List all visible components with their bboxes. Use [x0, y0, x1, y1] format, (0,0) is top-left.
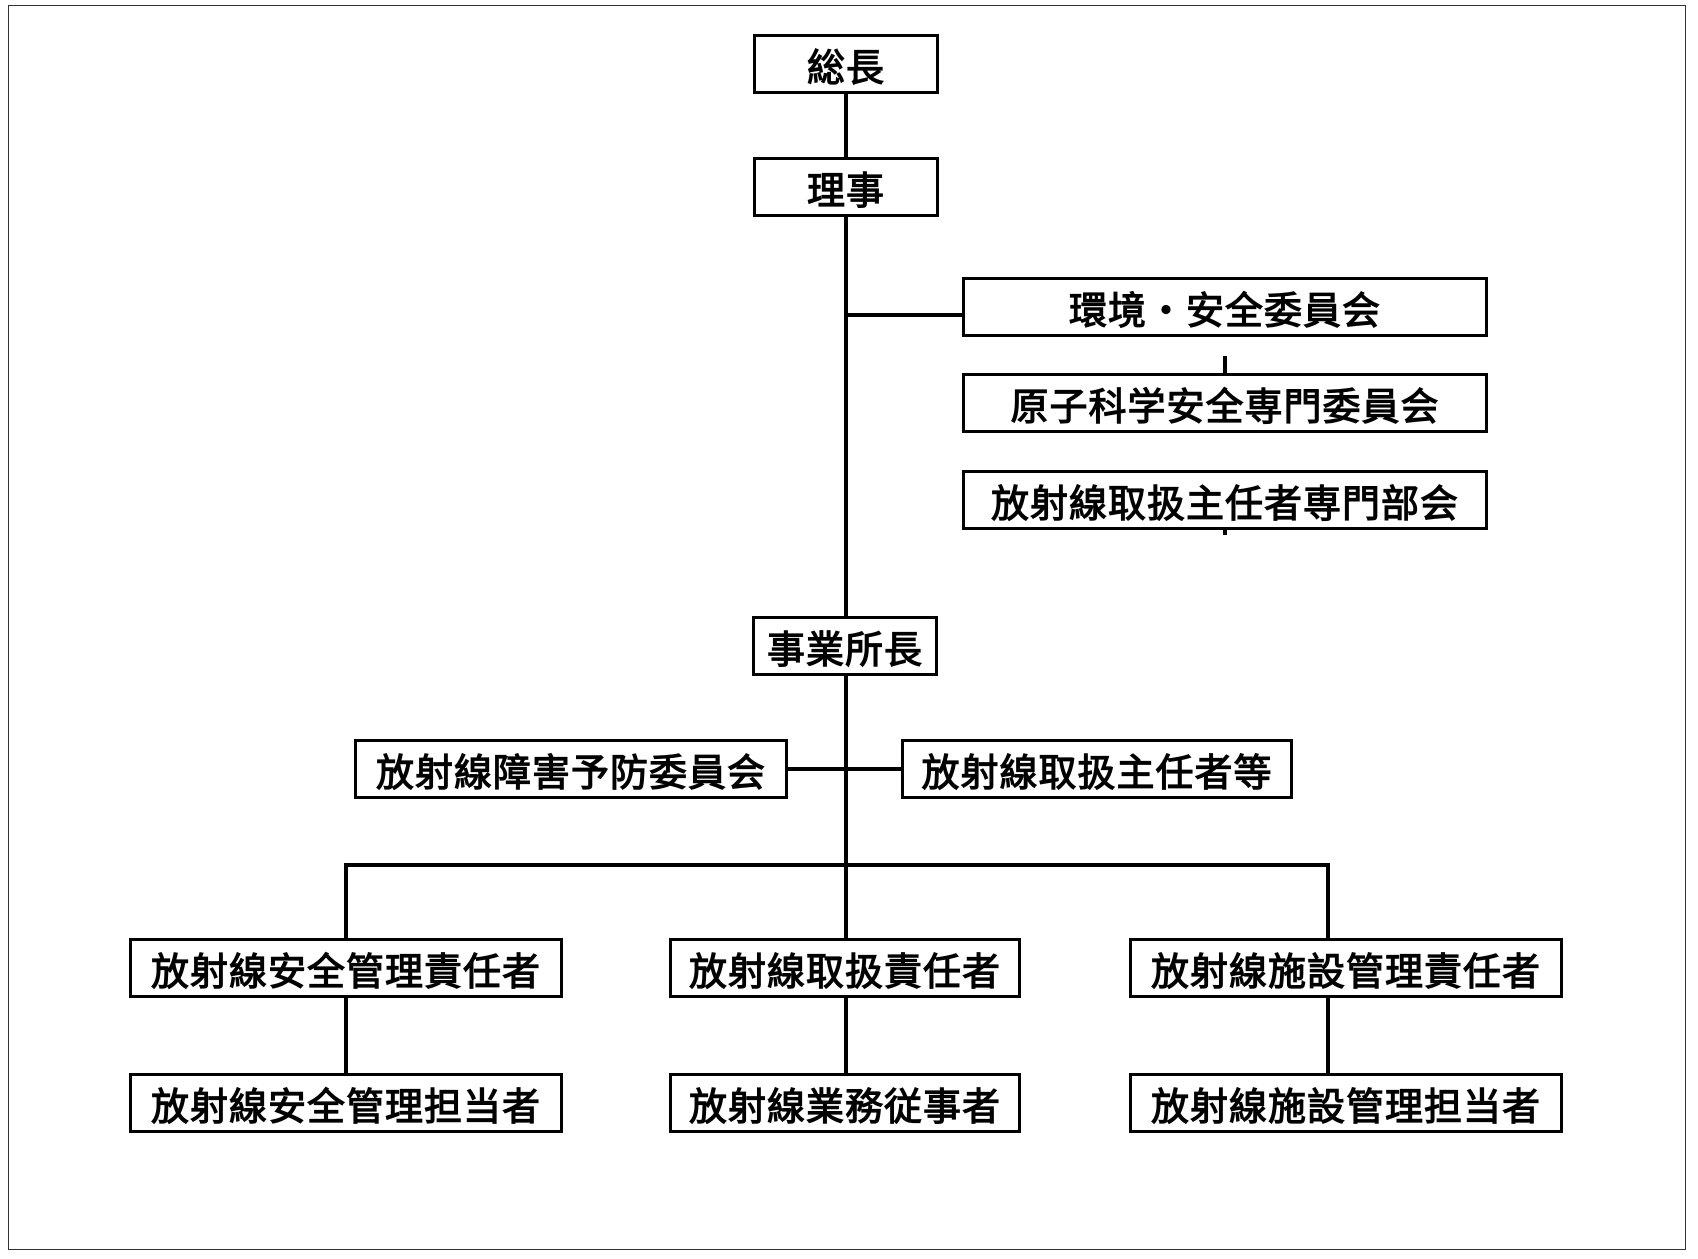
connector-right-column — [1326, 997, 1330, 1073]
node-facility-staff: 放射線施設管理担当者 — [1129, 1073, 1563, 1133]
node-rso-subcommittee: 放射線取扱主任者専門部会 — [962, 470, 1488, 530]
connector-trunk-env-committee — [844, 313, 962, 317]
node-safety-manager: 放射線安全管理責任者 — [129, 938, 563, 998]
connector-main-trunk — [844, 217, 848, 628]
connector-middle-column — [844, 997, 848, 1073]
connector-bus-right — [1326, 863, 1330, 938]
node-radiation-hazard-prevention-committee: 放射線障害予防委員会 — [354, 739, 788, 799]
connector-bus-middle — [844, 863, 848, 938]
node-env-safety-committee: 環境・安全委員会 — [962, 277, 1488, 337]
node-handling-manager: 放射線取扱責任者 — [669, 938, 1021, 998]
node-nuclear-safety-committee: 原子科学安全専門委員会 — [962, 373, 1488, 433]
connector-side-committees — [787, 767, 901, 771]
node-safety-staff: 放射線安全管理担当者 — [129, 1073, 563, 1133]
connector-bus — [344, 863, 1330, 867]
node-radiation-supervisors: 放射線取扱主任者等 — [901, 739, 1293, 799]
node-site-director: 事業所長 — [752, 616, 938, 676]
connector-bus-left — [344, 863, 348, 938]
node-executive-director: 理事 — [753, 157, 939, 217]
connector-president-director — [844, 93, 848, 157]
node-president: 総長 — [753, 34, 939, 94]
node-radiation-workers: 放射線業務従事者 — [669, 1073, 1021, 1133]
connector-left-column — [344, 997, 348, 1073]
diagram-frame — [8, 5, 1686, 1250]
node-facility-manager: 放射線施設管理責任者 — [1129, 938, 1563, 998]
